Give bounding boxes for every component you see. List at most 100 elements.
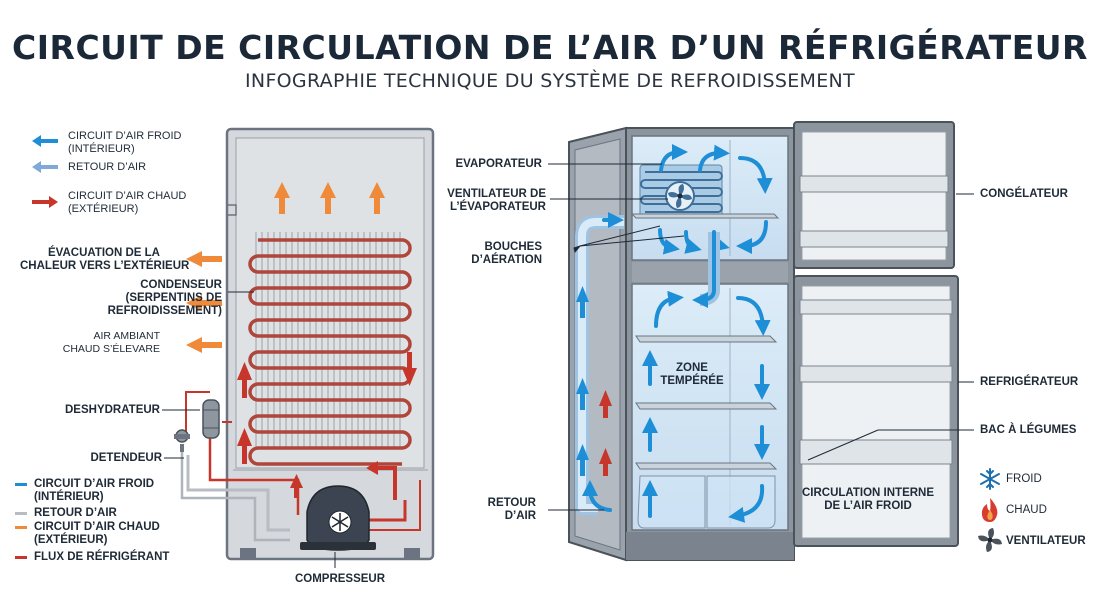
evaporator-fan-line2: L’ÉVAPORATEUR [449,201,546,213]
fridge-airflow [602,212,771,523]
icon-legend-hot: CHAUD [1006,504,1047,516]
vents-line2: D’AÉRATION [471,254,542,266]
fan-icon [978,528,1002,552]
refrigerant-up-arrow-icon [599,390,612,418]
refrigerant-left-arrow-icon [366,461,378,475]
heat-evacuation-label: ÉVACUATION DE LA CHALEUR VERS L’EXTÉRIEU… [20,247,190,273]
legend2-cold-line1: CIRCUIT D’AIR FROID [34,478,155,490]
condenser-line2: (SERPENTINS DE [125,292,223,304]
evaporator-label: EVAPORATEUR [455,158,542,170]
hot-air-up-arrow-icon [369,182,385,214]
refrigerant-down-arrow-icon [402,352,417,386]
legend-return-label: RETOUR D’AIR [68,161,147,173]
crisper-label: BAC À LÉGUMES [980,424,1077,436]
legend2-refrigerant-label: FLUX DE RÉFRIGÉRANT [34,551,170,563]
internal-circulation-label: CIRCULATION INTERNE DE L’AIR FROID [790,487,946,513]
tempered-zone-line1: ZONE [676,362,708,374]
refrigerant-flow-arrows [237,352,417,500]
refrigerant-up-arrow-icon [237,428,252,464]
crisper-drawers [637,475,776,529]
dehydrator-label: DESHYDRATEUR [65,404,160,416]
refrigerant-up-arrow-icon [237,362,252,398]
side-return-duct [575,215,624,515]
condenser-label: CONDENSEUR (SERPENTINS DE REFROIDISSEMEN… [60,279,222,318]
condenser-fins [255,232,401,448]
legend-cold-line1: CIRCUIT D’AIR FROID [68,130,182,142]
icon-legend-fan: VENTILATEUR [1006,535,1086,547]
fridge-shelves [630,213,780,470]
compressor-label: COMPRESSEUR [294,573,386,585]
legend-bottom-swatches [15,483,27,559]
fridge-label: REFRIGÉRATEUR [980,376,1079,388]
heat-evacuation-line2: CHALEUR VERS L’EXTÉRIEUR [20,260,190,272]
snowflake-icon [980,468,1000,490]
evaporator-fan-label: VENTILATEUR DE L’ÉVAPORATEUR [420,188,546,214]
legend-cold-line2: (INTÉRIEUR) [68,143,135,155]
legend-top-icons [32,135,58,208]
condenser-line3: REFROIDISSEMENT) [107,305,222,317]
refrigerant-pipes [180,391,421,542]
hot-air-arrow-icon [32,196,58,208]
return-up-arrow-icon [576,286,589,318]
evaporator-fan-line1: VENTILATEUR DE [447,188,546,200]
ambient-air-label: AIR AMBIANT CHAUD S’ÉLEVARE [40,330,160,356]
page-title: CIRCUIT DE CIRCULATION DE L’AIR D’UN RÉF… [12,28,1088,67]
legend2-hot-line2: (EXTÉRIEUR) [34,534,108,546]
return-air-swatch [15,512,27,515]
vents-label: BOUCHES D’AÉRATION [420,241,542,267]
return-duct-arrows [576,286,612,476]
vent-duct [692,232,720,308]
icon-legend-cold: FROID [1006,473,1042,485]
refrigerant-up-arrow-icon [599,448,612,476]
heat-evacuation-arrows [186,251,222,353]
freezer-label: CONGÉLATEUR [980,188,1068,200]
heat-out-arrow-icon [186,295,222,311]
hot-air-up-arrow-icon [274,182,290,214]
rising-hot-air-arrows [274,182,385,214]
right-leader-lines [548,163,974,511]
refrigerant-swatch [15,556,27,559]
freezer-door [793,121,955,269]
condenser-coil [248,238,412,466]
return-up-arrow-icon [576,444,589,476]
tempered-zone-line2: TEMPÉRÉE [660,375,724,387]
heat-out-arrow-icon [186,337,222,353]
legend-hot-line1: CIRCUIT D’AIR CHAUD [68,190,187,202]
air-return-line1: RETOUR [487,497,536,509]
legend-hot-line2: (EXTÉRIEUR) [68,203,139,215]
left-leader-lines [162,291,336,568]
air-return-label: RETOUR D’AIR [420,497,536,523]
return-up-arrow-icon [576,378,589,410]
internal-circulation-line2: DE L’AIR FROID [824,500,912,512]
heat-evacuation-line1: ÉVACUATION DE LA [47,247,160,259]
compressor-icon [300,485,376,551]
dehydrator-icon [202,399,220,439]
cold-air-arrow-icon [32,135,58,147]
legend-cold-label: CIRCUIT D’AIR FROID (INTÉRIEUR) [68,130,181,156]
ambient-air-line1: AIR AMBIANT [93,330,160,342]
cold-air-swatch [15,483,27,486]
heat-out-arrow-icon [186,251,222,267]
legend2-hot-label: CIRCUIT D’AIR CHAUD (EXTÉRIEUR) [34,521,160,547]
icon-legend [978,468,1002,552]
return-air-arrow-icon [32,161,58,173]
legend2-cold-line2: (INTÉRIEUR) [34,491,104,503]
fridge-door [793,275,959,547]
legend2-hot-line1: CIRCUIT D’AIR CHAUD [34,521,160,533]
internal-circulation-line1: CIRCULATION INTERNE [801,487,935,499]
expander-label: DETENDEUR [90,452,162,464]
hot-air-up-arrow-icon [320,182,336,214]
air-return-line2: D’AIR [504,510,536,522]
page-subtitle: INFOGRAPHIE TECHNIQUE DU SYSTÈME DE REFR… [245,70,855,92]
vents-line1: BOUCHES [484,241,542,253]
legend-hot-label: CIRCUIT D’AIR CHAUD (EXTÉRIEUR) [68,190,186,216]
evaporator-fan-icon [665,181,695,211]
tempered-zone-label: ZONE TEMPÉRÉE [652,362,732,388]
ambient-air-line2: CHAUD S’ÉLEVARE [62,343,160,355]
flame-icon [981,498,998,522]
legend2-cold-label: CIRCUIT D’AIR FROID (INTÉRIEUR) [34,478,154,504]
hot-air-swatch [15,526,27,529]
expansion-valve-icon [174,429,190,452]
